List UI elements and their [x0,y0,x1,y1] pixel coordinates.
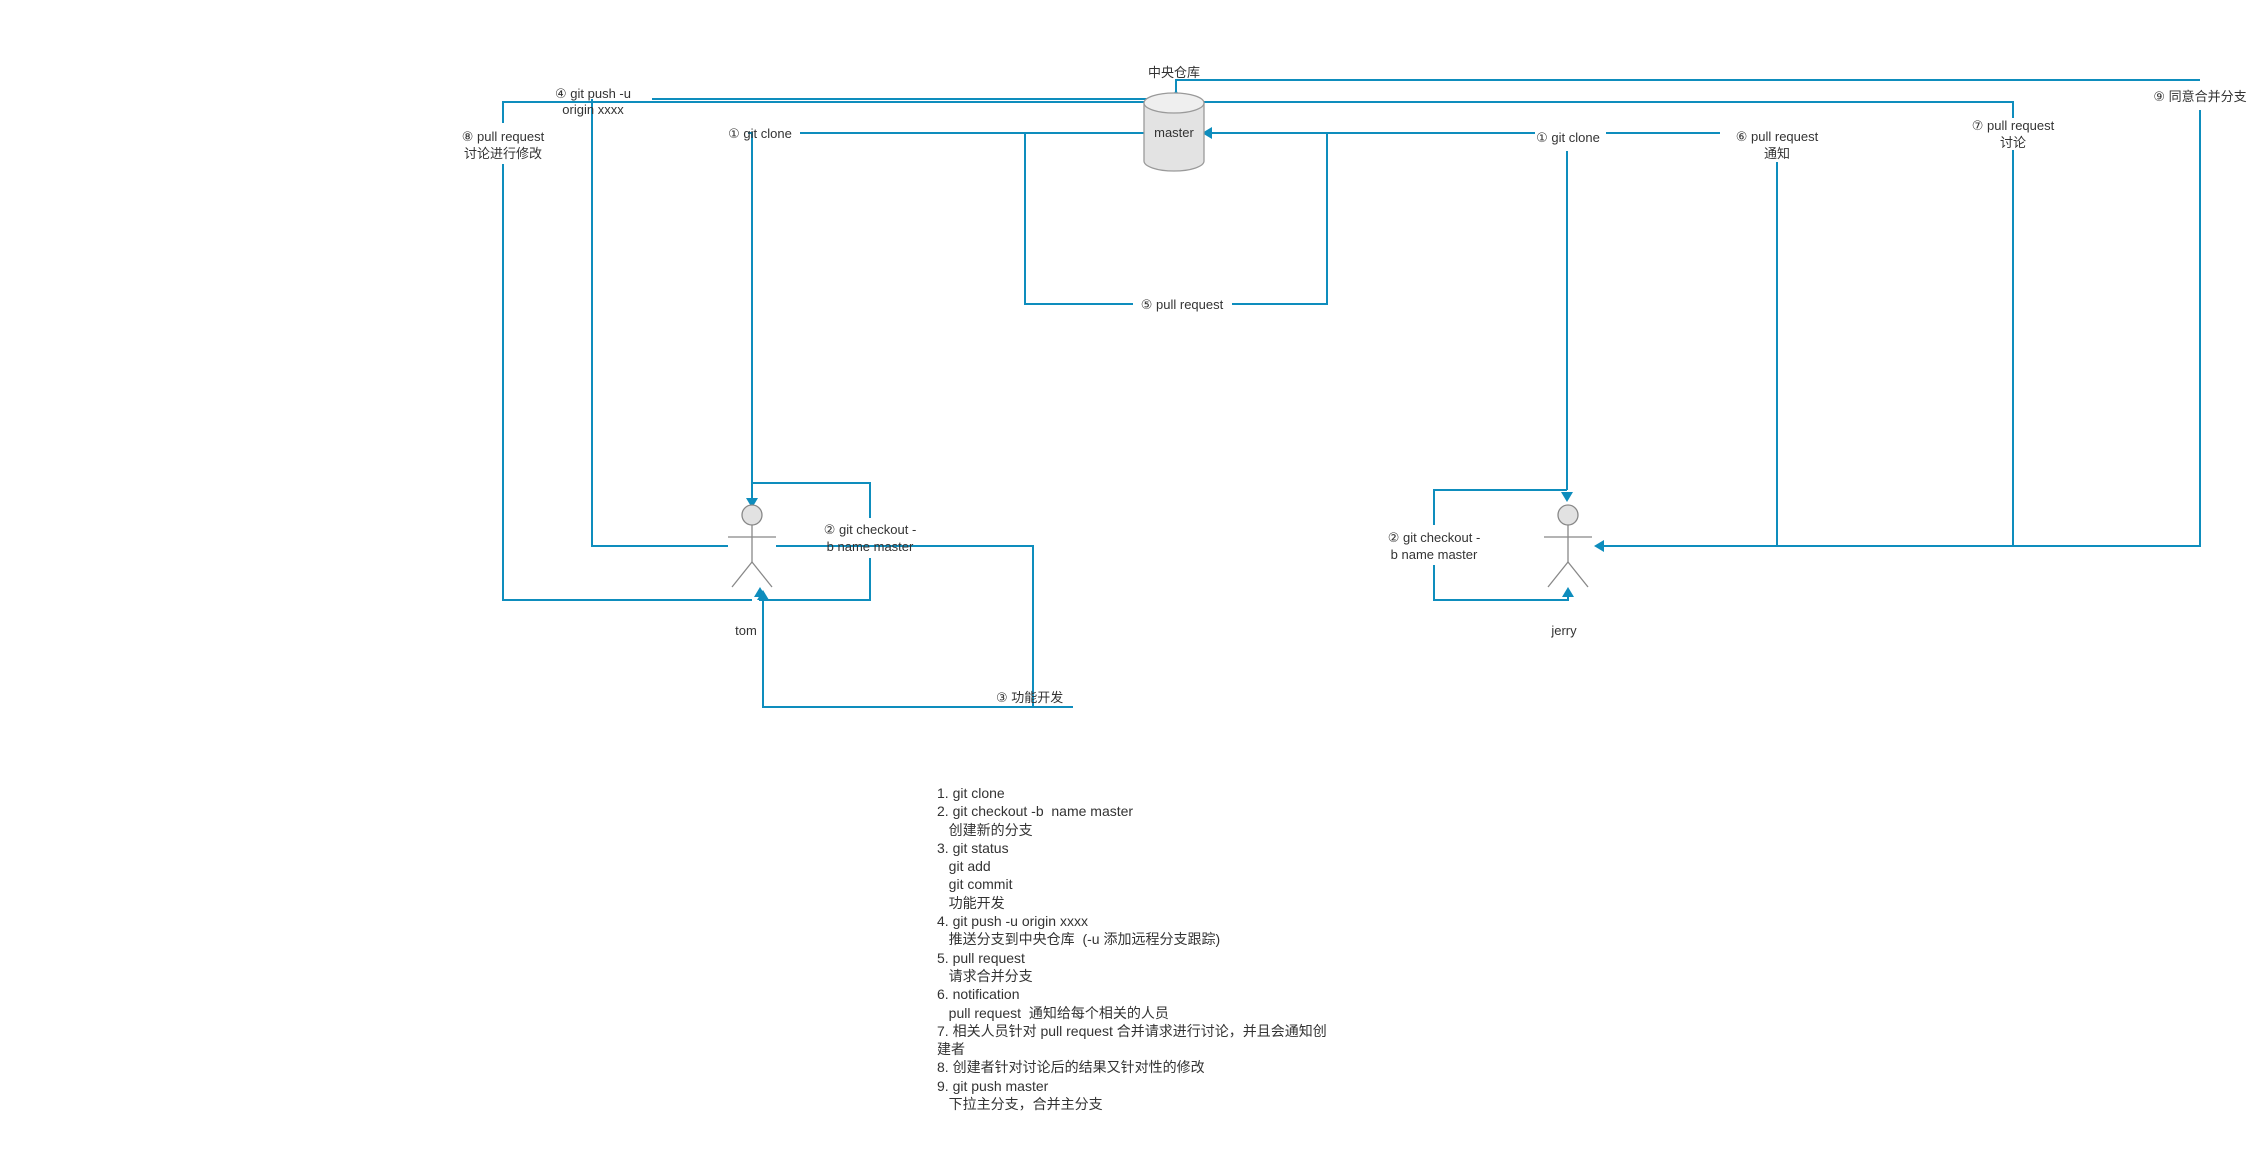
note-line: git add [937,858,991,875]
edge-develop[interactable] [762,545,1073,708]
tom-leg-left [731,561,753,588]
label-merge: ⑨ 同意合并分支 [2153,89,2246,104]
note-line: 4. git push -u origin xxxx [937,913,1088,930]
arrowhead-develop [757,590,769,600]
edge-discuss[interactable] [1172,101,2014,547]
label-modify-line2: 讨论进行修改 [464,146,542,161]
tom-leg-right [751,561,773,588]
note-line: 8. 创建者针对讨论后的结果又针对性的修改 [937,1059,1205,1076]
note-line: 5. pull request [937,949,1025,966]
central-repo[interactable]: 中央仓库 master [1143,65,1205,172]
arrowhead-clone-left [746,498,758,508]
repo-branch-label: master [1154,125,1194,140]
label-push-line2: origin xxxx [562,102,624,117]
arrowhead-clone-right [1561,492,1573,502]
note-line: 9. git push master [937,1077,1049,1094]
edge-push[interactable] [591,98,1178,547]
note-line: 6. notification [937,986,1020,1003]
label-pull-request: ⑤ pull request [1141,297,1224,312]
note-line: 请求合并分支 [937,967,1033,984]
label-push-line1: ④ git push -u [555,86,631,101]
label-clone-left: ① git clone [728,126,792,141]
arrowhead-checkout-right [1562,587,1574,597]
edge-clone-right[interactable] [1203,132,1720,490]
label-modify-line1: ⑧ pull request [462,129,545,144]
repo-cylinder-top [1143,92,1205,114]
jerry-leg-right [1567,561,1589,588]
edge-clone-left[interactable] [748,132,1145,498]
label-checkout-right-line1: ② git checkout - [1388,530,1481,545]
edge-pull-request[interactable] [1024,132,1328,305]
label-checkout-left-line1: ② git checkout - [824,522,917,537]
label-discuss-line1: ⑦ pull request [1972,118,2055,133]
note-line: 3. git status [937,839,1009,856]
edge-modify[interactable] [502,101,1172,601]
note-line: 1. git clone [937,785,1005,801]
note-line: 功能开发 [937,894,1005,911]
note-line: 推送分支到中央仓库 (-u 添加远程分支跟踪) [937,931,1221,948]
repo-title: 中央仓库 [1148,65,1200,80]
label-develop: ③ 功能开发 [996,690,1063,705]
label-checkout-left-line2: b name master [827,539,914,554]
edges [502,79,2201,708]
actor-jerry[interactable]: jerry [1544,504,1592,638]
tom-head [741,504,763,526]
note-line: 下拉主分支，合并主分支 [937,1096,1103,1113]
note-line: 7. 相关人员针对 pull request 合并请求进行讨论，并且会通知创 [937,1022,1327,1039]
edge-merge[interactable] [1175,79,2201,547]
repo-cylinder [1143,103,1205,172]
edge-labels: ① git clone ① git clone ② git checkout -… [462,86,2247,705]
edge-checkout-right[interactable] [1433,489,1569,601]
label-notify-line1: ⑥ pull request [1736,129,1819,144]
tom-label: tom [735,623,757,638]
arrowhead-notify [1594,540,1604,552]
arrowhead-pull-request [1202,127,1212,139]
label-notify-line2: 通知 [1764,146,1790,161]
label-discuss-line2: 讨论 [2000,135,2026,150]
jerry-leg-left [1547,561,1569,588]
label-checkout-right-line2: b name master [1391,547,1478,562]
label-clone-right: ① git clone [1536,130,1600,145]
note-line: 建者 [937,1041,965,1058]
edge-notify[interactable] [1600,162,1778,547]
jerry-head [1557,504,1579,526]
note-line: 创建新的分支 [937,821,1033,838]
actor-tom[interactable]: tom [728,504,776,638]
jerry-label: jerry [1550,623,1577,638]
note-line: pull request 通知给每个相关的人员 [937,1004,1169,1021]
workflow-notes: 1. git clone 2. git checkout -b name mas… [937,784,1357,1113]
note-line: 2. git checkout -b name master [937,803,1134,820]
note-line: git commit [937,876,1013,893]
